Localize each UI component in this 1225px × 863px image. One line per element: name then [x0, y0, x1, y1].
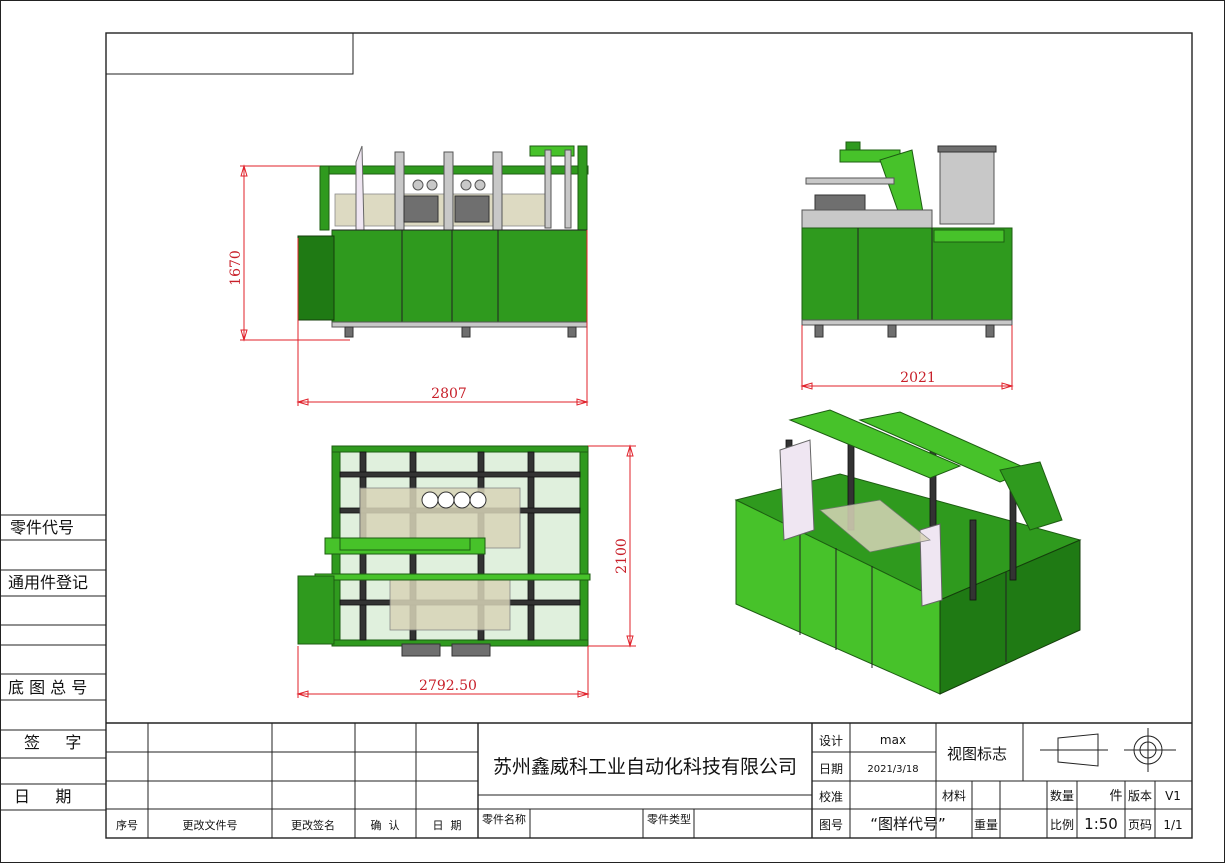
part-code-label: 零件代号: [10, 518, 74, 537]
rev-header-no: 序号: [116, 818, 138, 832]
title-block: [106, 722, 1192, 838]
designer-value: max: [880, 733, 906, 747]
page-value: 1/1: [1163, 818, 1182, 832]
front-height-dim: 1670: [228, 250, 244, 286]
projection-symbol-icon: [1040, 728, 1176, 772]
side-dimensions: [800, 325, 1014, 390]
version-label: 版本: [1128, 789, 1152, 803]
scale-value: 1:50: [1084, 815, 1118, 833]
side-view: [801, 141, 1013, 338]
quantity-label: 数量: [1050, 788, 1074, 803]
design-label: 设计: [819, 734, 843, 748]
top-view: [297, 445, 591, 657]
top-width-dim: 2792.50: [419, 678, 477, 694]
part-name-label: 零件名称: [482, 812, 526, 826]
front-view: [297, 145, 589, 338]
side-width-dim: 2021: [900, 370, 936, 386]
view-mark-label: 视图标志: [947, 745, 1007, 763]
part-type-label: 零件类型: [647, 812, 691, 826]
signature-label: 签 字: [24, 733, 81, 752]
date-label: 日 期: [14, 787, 71, 806]
rev-header-doc: 更改文件号: [183, 818, 238, 832]
top-dimensions: [296, 444, 636, 698]
drawing-no-value: “图样代号”: [870, 815, 946, 833]
rev-header-date: 日 期: [433, 819, 462, 832]
front-width-dim: 2807: [431, 386, 467, 402]
check-label: 校准: [819, 789, 843, 804]
company-name: 苏州鑫威科工业自动化科技有限公司: [493, 756, 797, 778]
version-value: V1: [1165, 789, 1181, 803]
quantity-unit: 件: [1109, 789, 1122, 804]
rev-header-sign: 更改签名: [291, 818, 335, 832]
top-depth-dim: 2100: [614, 538, 630, 574]
page-label: 页码: [1128, 818, 1152, 832]
drawing-no-label: 图号: [819, 818, 843, 832]
date-label-tb: 日期: [819, 762, 843, 776]
general-registration-label: 通用件登记: [8, 573, 88, 592]
front-dimensions: [240, 164, 589, 406]
weight-label: 重量: [974, 818, 998, 832]
base-drawing-no-label: 底 图 总 号: [8, 678, 87, 697]
top-left-box: [105, 32, 354, 75]
material-label: 材料: [942, 789, 966, 803]
isometric-view: [734, 409, 1082, 695]
drawing-frame: [105, 32, 1193, 839]
left-side-table: 零件代号 通用件登记 底 图 总 号 签 字 日 期: [0, 514, 106, 811]
scale-label: 比例: [1050, 818, 1074, 832]
rev-header-confirm: 确 认: [371, 819, 400, 832]
date-value: 2021/3/18: [867, 764, 918, 775]
